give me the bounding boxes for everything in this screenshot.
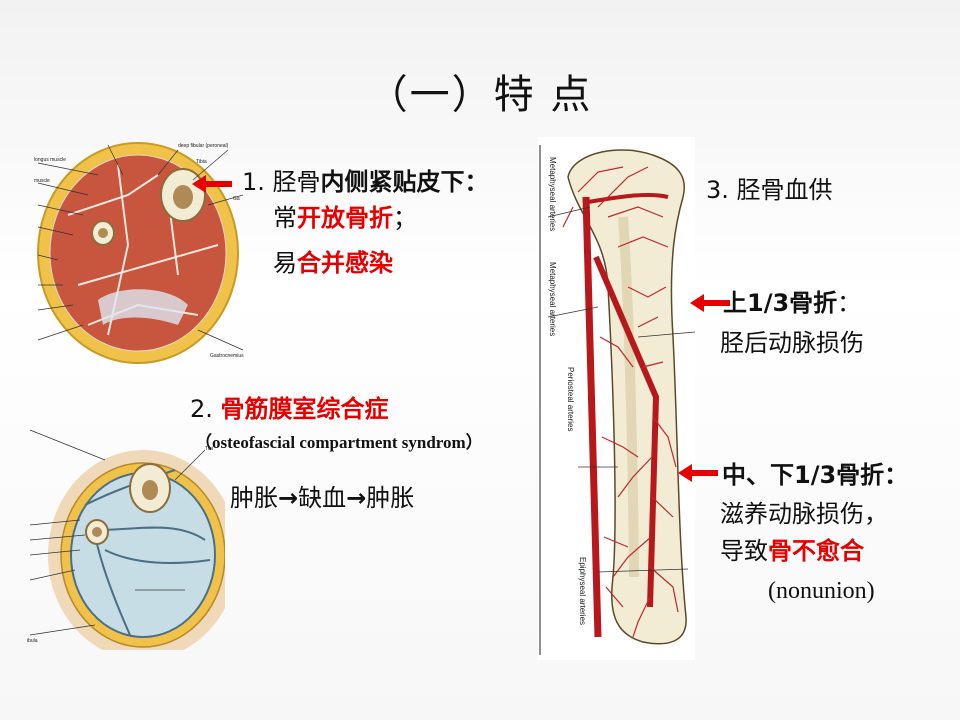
point1-infection: 合并感染 <box>297 249 393 277</box>
point3-nonunion-en: (nonunion) <box>768 578 875 604</box>
point3-lower-label: 中、下1/3骨折： <box>722 461 909 489</box>
point3-lower-desc2-pre: 导致 <box>720 537 768 565</box>
point1-line2-post: ； <box>393 204 417 232</box>
point3-upper: 上1/3骨折： <box>723 285 861 321</box>
fig3-label-4: Epiphyseal arteries <box>578 557 587 625</box>
fig1-label-gastrocnemius: Gastrocnemius <box>210 353 244 359</box>
fig1-label-deep-fibular: deep fibular (peroneal) <box>178 143 229 149</box>
fig3-label-1: Metaphyseal arteries <box>548 157 557 231</box>
fig1-label-ga: Ga <box>233 196 240 202</box>
point2-compartment-syndrome: 骨筋膜室综合症 <box>220 395 389 423</box>
fig3-label-2: Metaphyseal arteries <box>548 262 557 336</box>
point1-line1: 1. 胫骨内侧紧贴皮下： <box>242 164 489 200</box>
slide-title: （一）特 点 <box>367 72 593 118</box>
red-arrow-icon <box>690 294 730 312</box>
point1-line3-pre: 易 <box>273 249 297 277</box>
point3-nonunion-cn: 骨不愈合 <box>768 537 864 565</box>
point1-line2-pre: 常 <box>273 204 297 232</box>
point1-line2: 常开放骨折； <box>273 200 417 236</box>
point3-lower-desc1: 滋养动脉损伤， <box>720 500 888 528</box>
chain-arrow-icon-1: → <box>278 484 299 512</box>
chain-arrow-icon-2: → <box>346 484 367 512</box>
fig1-label-muscle: muscle <box>34 178 50 184</box>
point3-lower-desc2: 导致骨不愈合 <box>720 533 864 569</box>
chain-swelling-1: 肿胀 <box>230 484 278 512</box>
point2-chain: 肿胀→缺血→肿胀 <box>230 480 414 516</box>
point3-upper-label: 上1/3骨折 <box>723 289 838 317</box>
point3-upper-desc: 胫后动脉损伤 <box>720 329 864 357</box>
chain-swelling-2: 肿胀 <box>366 484 415 512</box>
fig3-label-3: Periosteal arteries <box>566 367 575 431</box>
point3-upper-colon: ： <box>837 289 862 317</box>
fig2-label-fibula: ibula <box>27 638 38 644</box>
leg-cross-section-figure: deep fibular (peroneal) Tibia longus mus… <box>28 135 250 365</box>
chain-ischemia: 缺血 <box>298 484 347 512</box>
red-arrow-icon <box>678 464 718 482</box>
fig2-label-tibia: Tibi <box>205 446 213 452</box>
point1-pre: 胫骨 <box>272 168 321 196</box>
point1-open-fracture: 开放骨折 <box>297 204 393 232</box>
point2-number: 2. <box>190 395 221 423</box>
tibia-blood-supply-figure: Metaphyseal arteries Metaphyseal arterie… <box>538 137 696 660</box>
fig1-label-longus: longus muscle <box>34 157 66 163</box>
point1-number: 1. <box>242 168 273 196</box>
point2-english: （osteofascial compartment syndrom） <box>195 433 483 452</box>
fig1-label-tibia: Tibia <box>196 159 207 165</box>
red-arrow-icon <box>192 175 232 193</box>
point2-heading: 2. 骨筋膜室综合症 <box>190 391 389 427</box>
point1-line3: 易合并感染 <box>273 245 393 281</box>
compartment-cross-section-figure: Tibi ibula <box>25 420 238 660</box>
point3-heading: 3. 胫骨血供 <box>706 176 833 204</box>
point1-bold: 内侧紧贴皮下： <box>320 168 489 196</box>
